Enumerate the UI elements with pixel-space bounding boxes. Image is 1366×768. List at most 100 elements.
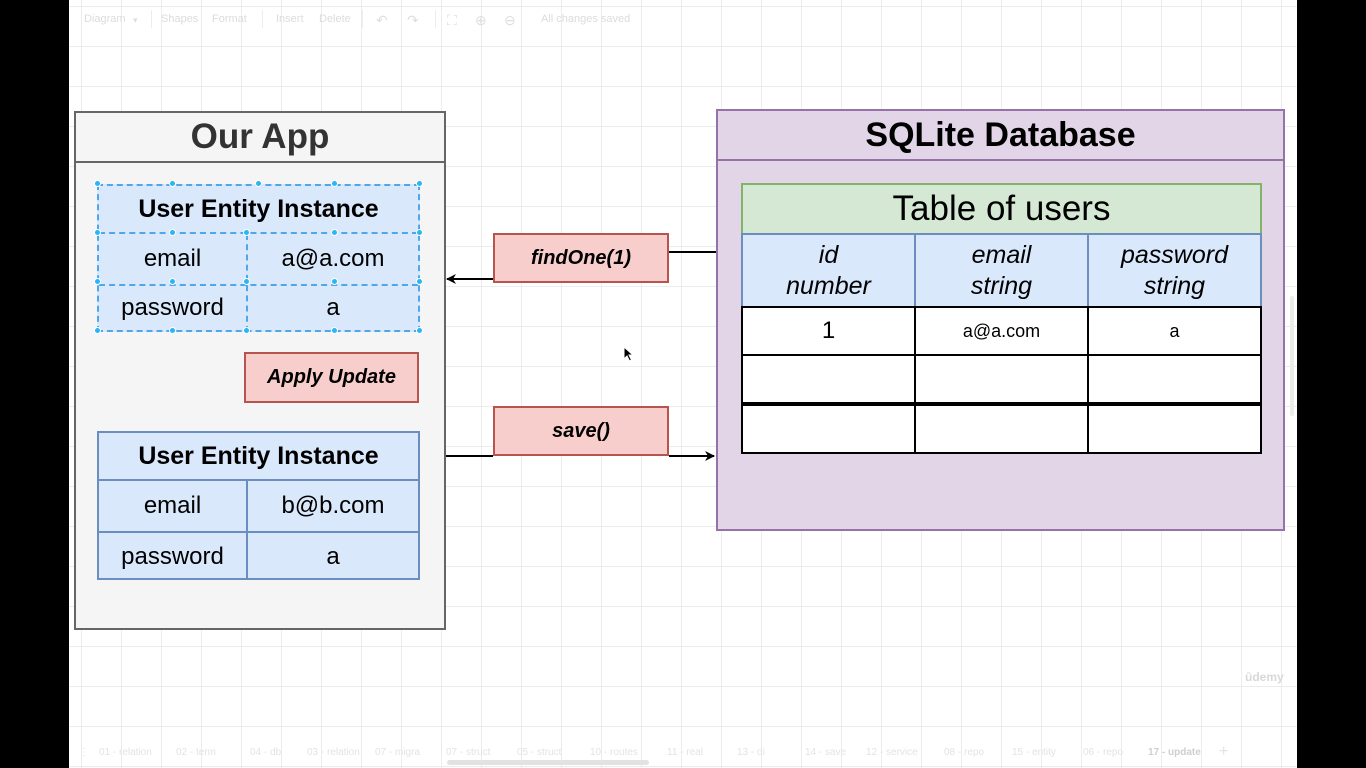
resize-handle[interactable]	[243, 229, 250, 236]
page-tab[interactable]: 07 - migra	[375, 747, 421, 758]
table-cell	[914, 404, 1089, 454]
toolbar-divider	[151, 10, 152, 28]
page-tab[interactable]: 07 - struct	[446, 747, 491, 758]
column-type: number	[786, 271, 871, 300]
password-value: a	[326, 294, 340, 321]
email-label: email	[143, 245, 202, 272]
save-status: All changes saved	[541, 13, 631, 25]
page-tab[interactable]: 06 - repo	[1083, 747, 1124, 758]
entity-title: User Entity Instance	[99, 186, 418, 234]
resize-handle[interactable]	[331, 229, 338, 236]
column-name: id	[818, 240, 839, 269]
toolbar-divider	[362, 10, 363, 28]
user-entity-after[interactable]: User Entity Instance email b@b.com passw…	[97, 431, 420, 580]
resize-handle[interactable]	[169, 229, 176, 236]
resize-handle[interactable]	[169, 327, 176, 334]
entity-title: User Entity Instance	[99, 433, 418, 481]
apply-update-label[interactable]: Apply Update	[244, 352, 419, 403]
table-cell	[914, 354, 1089, 404]
email-label: email	[143, 492, 202, 519]
udemy-watermark: ūdemy	[1245, 670, 1284, 684]
format-menu[interactable]: Format	[212, 13, 247, 25]
user-entity-before[interactable]: User Entity Instance email a@a.com passw…	[97, 184, 420, 332]
column-header-id: id number	[741, 233, 916, 308]
shapes-menu[interactable]: Shapes	[161, 13, 199, 25]
page-tab[interactable]: 12 - service	[866, 747, 918, 758]
resize-handle[interactable]	[94, 278, 101, 285]
page-tab[interactable]: 05 - struct	[517, 747, 562, 758]
add-page-icon[interactable]: +	[1219, 743, 1229, 760]
fullscreen-icon[interactable]: ⛶	[447, 12, 457, 28]
page-tab[interactable]: 14 - save	[805, 747, 847, 758]
table-cell	[741, 404, 916, 454]
toolbar: Diagram ▾ Shapes Format Insert Delete ↶ …	[69, 0, 1297, 38]
vertical-scrollbar[interactable]	[1290, 296, 1294, 416]
insert-menu[interactable]: Insert	[276, 13, 304, 25]
delete-menu[interactable]: Delete	[319, 13, 351, 25]
resize-handle[interactable]	[416, 180, 423, 187]
database-header: SQLite Database	[718, 111, 1283, 161]
find-one-label[interactable]: findOne(1)	[493, 233, 669, 283]
resize-handle[interactable]	[169, 180, 176, 187]
app-title: Our App	[190, 117, 330, 156]
column-name: password	[1121, 240, 1228, 269]
users-table[interactable]: Table of users id number email string pa…	[741, 183, 1262, 456]
resize-handle[interactable]	[331, 180, 338, 187]
column-type: string	[1143, 271, 1206, 300]
column-type: string	[970, 271, 1033, 300]
resize-handle[interactable]	[94, 180, 101, 187]
save-label[interactable]: save()	[493, 406, 669, 456]
table-cell	[1087, 354, 1262, 404]
resize-handle[interactable]	[416, 327, 423, 334]
page-tab[interactable]: 15 - entity	[1012, 747, 1056, 758]
chevron-down-icon: ▾	[133, 15, 138, 25]
page-tab[interactable]: 02 - term	[176, 747, 217, 758]
resize-handle[interactable]	[243, 327, 250, 334]
column-header-email: email string	[914, 233, 1089, 308]
resize-handle[interactable]	[331, 278, 338, 285]
resize-handle[interactable]	[94, 327, 101, 334]
page-tab[interactable]: 03 - relation	[307, 747, 360, 758]
email-value: a@a.com	[281, 245, 385, 272]
column-name: email	[971, 240, 1032, 269]
diagram-menu[interactable]: Diagram	[84, 13, 126, 25]
zoom-out-icon[interactable]: ⊖	[504, 12, 516, 28]
password-label: password	[121, 294, 224, 321]
database-title: SQLite Database	[865, 115, 1136, 154]
table-title: Table of users	[741, 183, 1262, 235]
page-tab[interactable]: 10 - routes	[590, 747, 638, 758]
column-header-password: password string	[1087, 233, 1262, 308]
tab-menu-icon[interactable]: ⋮	[79, 747, 89, 758]
page-tab[interactable]: 04 - db	[250, 747, 282, 758]
table-cell: a@a.com	[914, 306, 1089, 356]
row-divider	[99, 284, 418, 286]
resize-handle[interactable]	[169, 278, 176, 285]
mouse-pointer-icon	[623, 346, 635, 362]
page-tab[interactable]: 01 - relation	[99, 747, 152, 758]
email-value: b@b.com	[281, 492, 385, 519]
undo-icon[interactable]: ↶	[376, 12, 388, 28]
resize-handle[interactable]	[416, 278, 423, 285]
horizontal-scrollbar[interactable]	[447, 760, 649, 765]
table-cell: a	[1087, 306, 1262, 356]
page-tab-active[interactable]: 17 - update	[1148, 747, 1201, 758]
zoom-in-icon[interactable]: ⊕	[475, 12, 487, 28]
resize-handle[interactable]	[255, 180, 262, 187]
page-tabs: ⋮ 01 - relation 02 - term 04 - db 03 - r…	[69, 741, 1297, 765]
page-tab[interactable]: 08 - repo	[944, 747, 985, 758]
password-label: password	[121, 542, 224, 570]
page-tab[interactable]: 13 - di	[737, 747, 765, 758]
toolbar-divider	[435, 10, 436, 28]
diagram-canvas[interactable]: Diagram ▾ Shapes Format Insert Delete ↶ …	[69, 0, 1297, 768]
password-value: a	[326, 542, 340, 570]
table-cell	[741, 354, 916, 404]
resize-handle[interactable]	[416, 229, 423, 236]
resize-handle[interactable]	[94, 229, 101, 236]
app-header: Our App	[76, 113, 444, 163]
resize-handle[interactable]	[243, 278, 250, 285]
row-divider	[99, 531, 418, 533]
table-cell: 1	[741, 306, 916, 356]
redo-icon[interactable]: ↷	[407, 12, 419, 28]
resize-handle[interactable]	[331, 327, 338, 334]
page-tab[interactable]: 11 - real	[667, 747, 703, 758]
